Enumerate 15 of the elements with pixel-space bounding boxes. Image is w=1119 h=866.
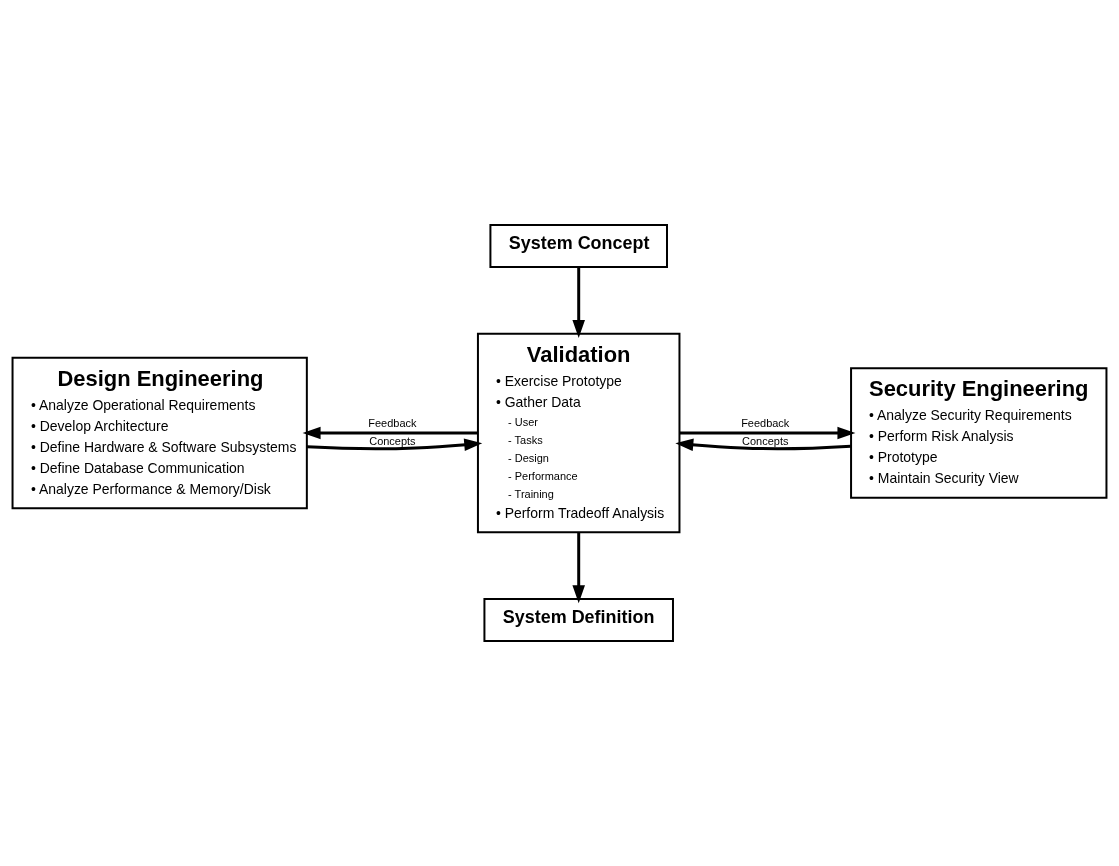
node-box: System Definition — [483, 598, 674, 642]
node-box: System Concept — [489, 224, 668, 268]
edge-label: Concepts — [742, 434, 789, 447]
edge-label: Feedback — [368, 416, 417, 429]
arrow — [302, 426, 478, 440]
edge-label: Feedback — [741, 416, 790, 429]
node-box: Design Engineering • Analyze Operational Requirements • Develop Architecture • Define Hardware & Software Subsystems • Define Database Communication • Analyze Performance & Memory/Disk — [11, 356, 308, 510]
arrow — [572, 532, 585, 604]
arrow — [679, 426, 856, 440]
arrow — [572, 267, 585, 338]
edge-label: Concepts — [369, 434, 416, 447]
node-box: Validation • Exercise Prototype • Gather Data - User - Tasks - Design - Performance - Training • Perform Tradeoff Analysis — [476, 332, 681, 534]
node-box: Security Engineering • Analyze Security Requirements • Perform Risk Analysis • Prototype • Maintain Security View — [850, 367, 1108, 499]
arrow — [306, 438, 483, 452]
arrow — [675, 438, 851, 452]
